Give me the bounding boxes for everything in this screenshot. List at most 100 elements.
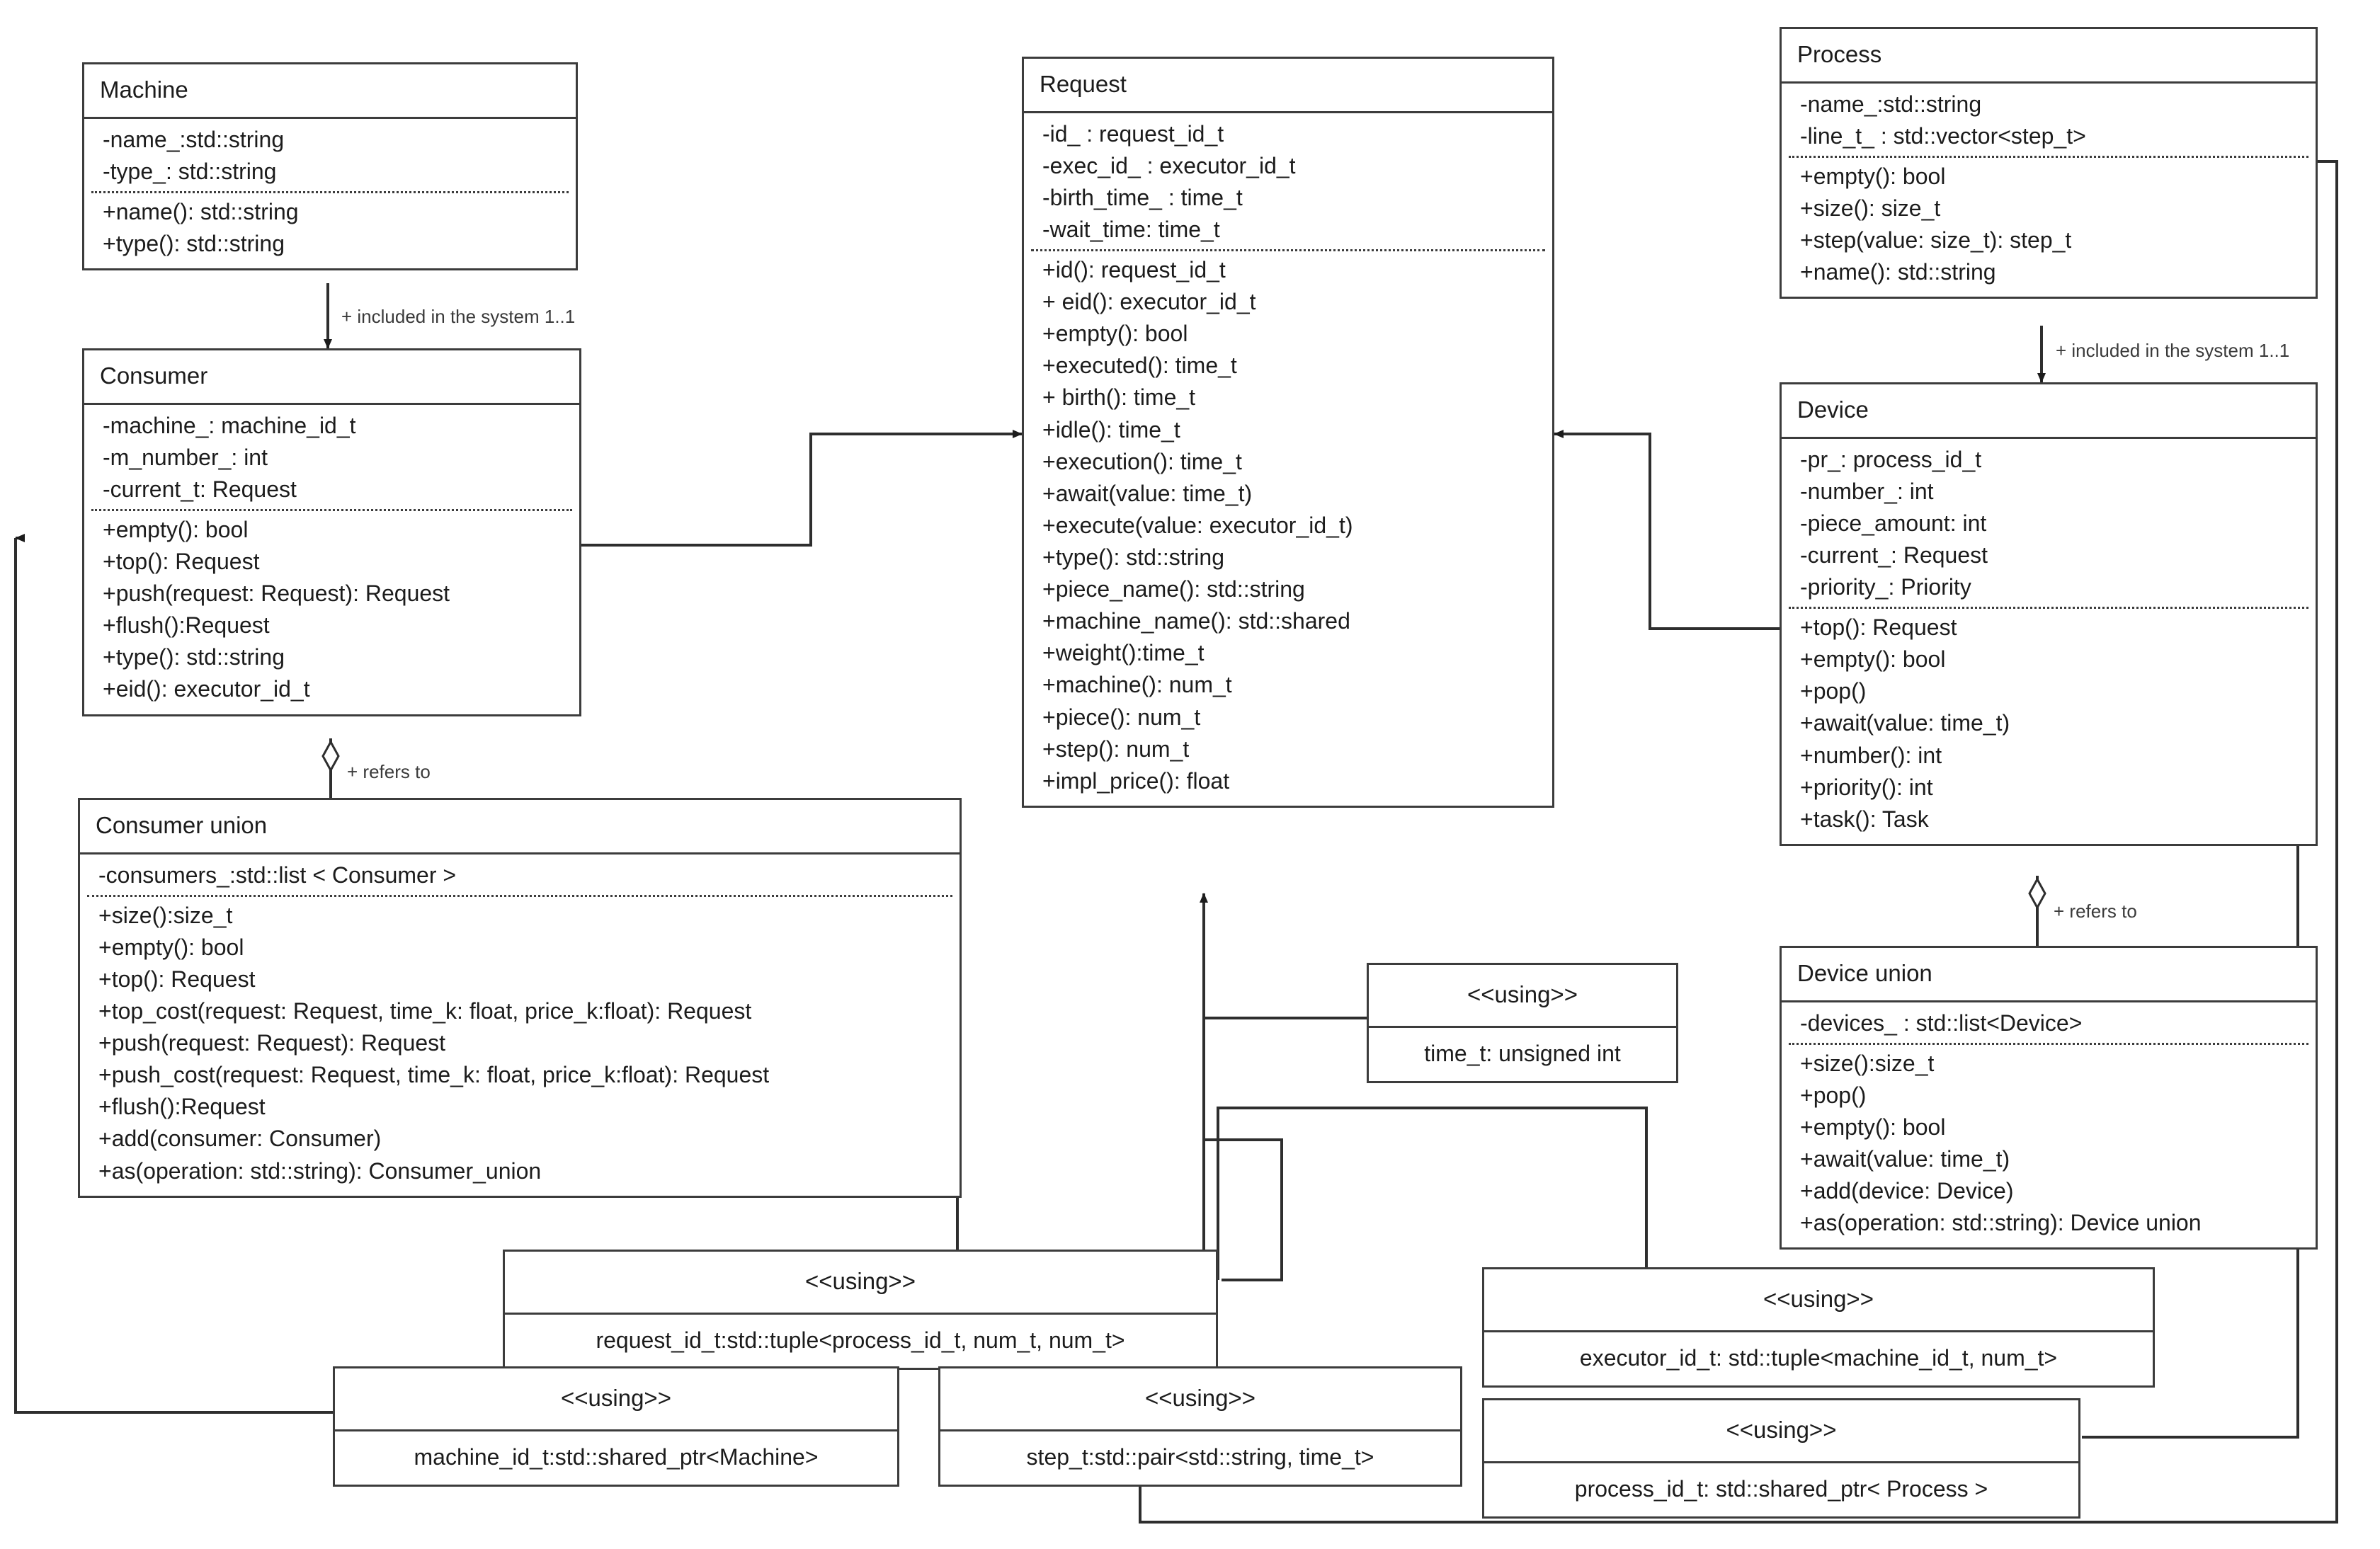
class-consumer-union-separator (80, 852, 960, 854)
using-block-machine-id-t[interactable]: <<using>> machine_id_t:std::shared_ptr<M… (333, 1366, 899, 1487)
class-device-union-title: Device union (1797, 960, 1932, 986)
method-row: +execute(value: executor_id_t) (1042, 512, 1353, 538)
class-request-separator (1024, 110, 1552, 113)
edge-using-request-id-to-executor (1217, 1107, 1648, 1280)
method-row: +machine(): num_t (1042, 672, 1232, 698)
method-row: + birth(): time_t (1042, 384, 1196, 411)
class-device-title: Device (1797, 396, 1869, 423)
class-consumer-body: -machine_: machine_id_t -m_number_: int … (84, 405, 579, 714)
method-row: +size():size_t (98, 902, 233, 928)
attribute-row: -devices_ : std::list<Device> (1800, 1010, 2083, 1036)
class-process[interactable]: Process -name_:std::string -line_t_ : st… (1780, 27, 2318, 299)
method-row: +weight():time_t (1042, 640, 1205, 666)
class-device[interactable]: Device -pr_: process_id_t -number_: int … (1780, 382, 2318, 846)
class-process-body: -name_:std::string -line_t_ : std::vecto… (1782, 84, 2316, 297)
using-declaration: process_id_t: std::shared_ptr< Process > (1574, 1475, 1988, 1502)
aggregation-diamond-consumer (321, 739, 340, 773)
using-separator (505, 1312, 1216, 1315)
using-declaration: executor_id_t: std::tuple<machine_id_t, … (1579, 1344, 2058, 1371)
method-row: +priority(): int (1800, 774, 1933, 800)
method-row: +piece_name(): std::string (1042, 576, 1305, 602)
attribute-row: -exec_id_ : executor_id_t (1042, 152, 1296, 178)
using-block-request-id-t[interactable]: <<using>> request_id_t:std::tuple<proces… (503, 1250, 1218, 1370)
method-row: +await(value: time_t) (1042, 480, 1253, 506)
method-row: +push(request: Request): Request (98, 1030, 446, 1056)
edge-device-to-request (1554, 430, 1780, 630)
method-row: +eid(): executor_id_t (103, 676, 310, 702)
edge-label-consumer-consumer-union: + refers to (347, 761, 431, 782)
edge-label-machine-consumer: + included in the system 1..1 (341, 306, 576, 327)
method-row: +await(value: time_t) (1800, 710, 2010, 736)
method-row: +empty(): bool (98, 934, 244, 960)
edge-consumer-to-request (581, 430, 1023, 547)
edge-label-device-device-union: + refers to (2054, 901, 2137, 922)
using-stereotype: <<using>> (561, 1385, 671, 1411)
using-body: process_id_t: std::shared_ptr< Process > (1484, 1463, 2078, 1516)
method-row: +size():size_t (1800, 1050, 1935, 1076)
method-row: +add(device: Device) (1800, 1178, 2014, 1204)
using-stereotype: <<using>> (1726, 1417, 1837, 1443)
method-row: +empty(): bool (1800, 1114, 1946, 1140)
class-consumer[interactable]: Consumer -machine_: machine_id_t -m_numb… (82, 348, 581, 716)
using-body: executor_id_t: std::tuple<machine_id_t, … (1484, 1332, 2153, 1385)
attribute-method-divider (1789, 607, 2308, 610)
attribute-row: -m_number_: int (103, 444, 268, 470)
class-machine-separator (84, 116, 576, 119)
method-row: +empty(): bool (1800, 163, 1946, 189)
method-row: +empty(): bool (1800, 646, 1946, 673)
class-request-body: -id_ : request_id_t -exec_id_ : executor… (1024, 113, 1552, 806)
method-row: +top(): Request (103, 549, 260, 575)
class-machine[interactable]: Machine -name_:std::string -type_: std::… (82, 62, 578, 271)
attribute-row: -name_:std::string (103, 126, 285, 152)
method-row: +pop() (1800, 678, 1867, 704)
using-block-step-t[interactable]: <<using>> step_t:std::pair<std::string, … (938, 1366, 1462, 1487)
attribute-row: -pr_: process_id_t (1800, 446, 1982, 472)
attribute-method-divider (1031, 249, 1545, 252)
method-row: +push_cost(request: Request, time_k: flo… (98, 1062, 770, 1088)
method-row: +flush():Request (103, 612, 270, 639)
method-row: +top_cost(request: Request, time_k: floa… (98, 998, 752, 1024)
class-consumer-separator (84, 402, 579, 405)
method-row: +impl_price(): float (1042, 767, 1230, 794)
method-row: +type(): std::string (103, 644, 285, 670)
method-row: +machine_name(): std::shared (1042, 608, 1350, 634)
method-row: +top(): Request (1800, 615, 1957, 641)
attribute-row: -line_t_ : std::vector<step_t> (1800, 122, 2086, 149)
using-block-executor-id-t[interactable]: <<using>> executor_id_t: std::tuple<mach… (1482, 1267, 2155, 1388)
attribute-row: -wait_time: time_t (1042, 216, 1220, 242)
attribute-row: -birth_time_ : time_t (1042, 184, 1243, 210)
using-body: machine_id_t:std::shared_ptr<Machine> (335, 1431, 897, 1485)
attribute-method-divider (1789, 1042, 2308, 1045)
using-separator (335, 1429, 897, 1431)
method-row: +step(): num_t (1042, 736, 1190, 762)
method-row: +piece(): num_t (1042, 704, 1201, 730)
method-row: +step(value: size_t): step_t (1800, 227, 2072, 253)
class-machine-title: Machine (100, 76, 188, 103)
method-row: +name(): std::string (103, 198, 299, 224)
attribute-method-divider (91, 508, 572, 511)
class-request[interactable]: Request -id_ : request_id_t -exec_id_ : … (1022, 57, 1554, 808)
attribute-row: -id_ : request_id_t (1042, 120, 1224, 147)
attribute-row: -priority_: Priority (1800, 574, 1971, 600)
attribute-method-divider (87, 894, 952, 897)
method-row: +execution(): time_t (1042, 448, 1242, 474)
method-row: +name(): std::string (1800, 259, 1996, 285)
class-device-body: -pr_: process_id_t -number_: int -piece_… (1782, 439, 2316, 844)
using-block-process-id-t[interactable]: <<using>> process_id_t: std::shared_ptr<… (1482, 1398, 2080, 1519)
using-stereotype: <<using>> (1145, 1385, 1256, 1411)
attribute-row: -piece_amount: int (1800, 510, 1987, 536)
using-block-time-t[interactable]: <<using>> time_t: unsigned int (1367, 963, 1678, 1083)
method-row: +as(operation: std::string): Device unio… (1800, 1210, 2202, 1236)
attribute-row: -type_: std::string (103, 158, 277, 184)
class-consumer-union-body: -consumers_:std::list < Consumer > +size… (80, 854, 960, 1196)
using-body: time_t: unsigned int (1369, 1028, 1676, 1081)
method-row: + eid(): executor_id_t (1042, 289, 1256, 315)
class-request-title: Request (1040, 71, 1127, 97)
using-declaration: time_t: unsigned int (1424, 1040, 1621, 1066)
using-declaration: step_t:std::pair<std::string, time_t> (1026, 1444, 1374, 1470)
class-device-union[interactable]: Device union -devices_ : std::list<Devic… (1780, 946, 2318, 1250)
attribute-row: -number_: int (1800, 478, 1934, 504)
class-consumer-union[interactable]: Consumer union -consumers_:std::list < C… (78, 798, 962, 1198)
class-device-union-body: -devices_ : std::list<Device> +size():si… (1782, 1002, 2316, 1248)
